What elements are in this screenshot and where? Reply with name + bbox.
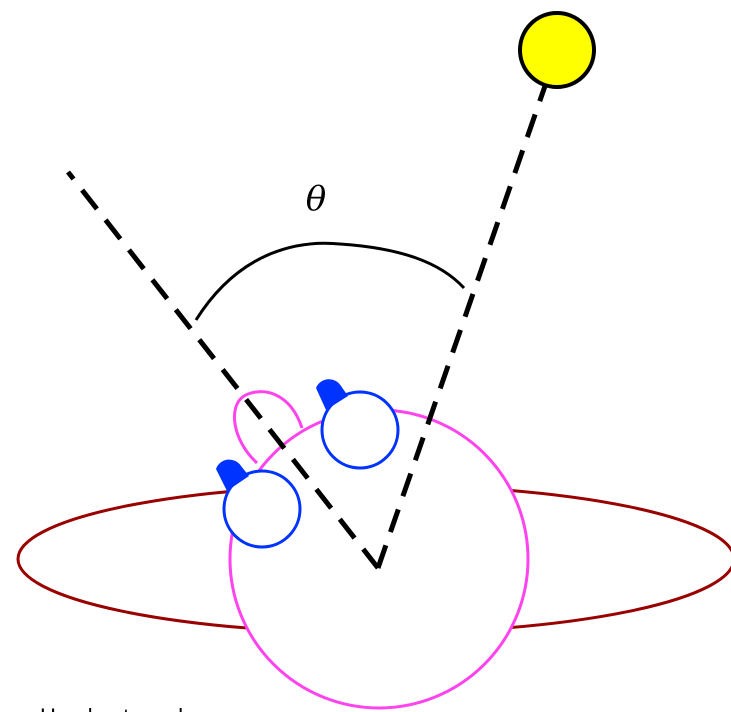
angle-label: θ [306, 179, 326, 219]
left-dashed-line [66, 170, 380, 570]
right-dashed-line [375, 85, 548, 569]
sun-icon [518, 11, 596, 89]
bottom-caption: Hand not used [40, 704, 183, 712]
eye-icon [316, 379, 400, 470]
angle-arc [194, 241, 466, 321]
eye-icon [216, 459, 302, 549]
